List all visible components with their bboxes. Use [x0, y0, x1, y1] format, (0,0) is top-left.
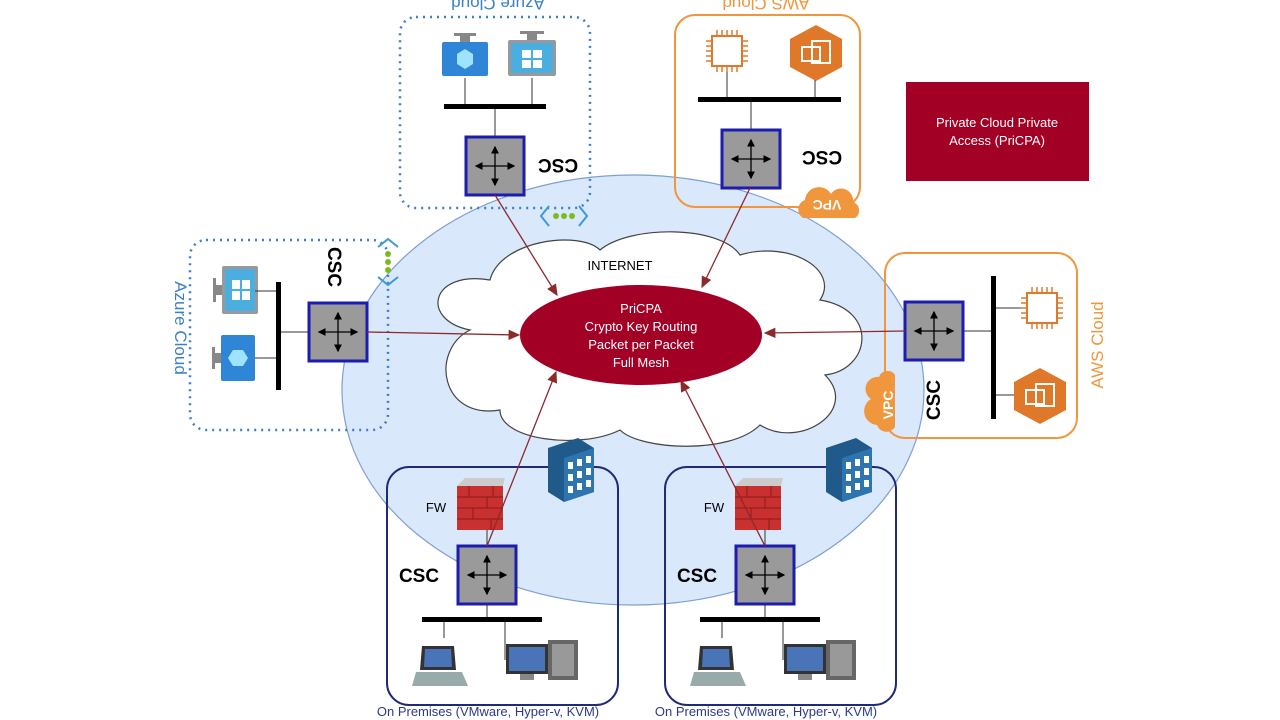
- router-label: CSC: [399, 566, 439, 587]
- desktop-icon: [506, 640, 578, 680]
- vpc-label: VPC: [813, 197, 842, 213]
- router-icon: [722, 130, 780, 188]
- pricpa-core: PriCPA Crypto Key Routing Packet per Pac…: [520, 285, 762, 385]
- core-line-4: Full Mesh: [613, 355, 669, 370]
- site-onprem-2: FW CSC On Premises (VMware, Hyper-v, KVM…: [655, 438, 897, 719]
- ec2-chip-icon: [705, 29, 749, 73]
- laptop-icon: [412, 646, 468, 686]
- building-icon: [826, 438, 872, 502]
- site-azure-top: Azure Cloud CSC: [398, 0, 592, 227]
- aws-instances-icon: [1013, 367, 1067, 425]
- fw-label: FW: [704, 500, 725, 515]
- core-line-3: Packet per Packet: [588, 337, 694, 352]
- site-onprem-1: FW CSC On Premises (VMware, Hyper-v, KVM…: [377, 438, 619, 719]
- legend-line-2: Access (PriCPA): [949, 133, 1045, 148]
- fw-label: FW: [426, 500, 447, 515]
- site-title: On Premises (VMware, Hyper-v, KVM): [655, 704, 877, 719]
- ec2-chip-icon: [1020, 286, 1064, 330]
- link-aws-top: [701, 187, 751, 289]
- core-line-1: PriCPA: [620, 301, 662, 316]
- azure-windows-vm-icon: [213, 266, 258, 314]
- link-onprem-2: [680, 379, 766, 547]
- vpc-label: VPC: [880, 391, 896, 420]
- router-icon: [736, 546, 794, 604]
- link-aws-right: [763, 327, 906, 339]
- router-icon: [458, 546, 516, 604]
- router-label: CSC: [802, 146, 842, 167]
- tunnel-links: [366, 187, 906, 547]
- internet-label: INTERNET: [588, 258, 653, 273]
- laptop-icon: [690, 646, 746, 686]
- aws-instances-icon: [789, 24, 843, 82]
- site-title: AWS Cloud: [722, 0, 809, 13]
- router-icon: [309, 303, 367, 361]
- building-icon: [548, 438, 594, 502]
- site-title: Azure Cloud: [171, 281, 190, 375]
- site-aws-top: AWS Cloud CSC VPC: [674, 0, 861, 218]
- firewall-icon: [456, 477, 506, 531]
- router-icon: [466, 137, 524, 195]
- legend-line-1: Private Cloud Private: [936, 115, 1058, 130]
- router-label: CSC: [677, 566, 717, 587]
- site-azure-left: Azure Cloud CSC: [171, 238, 399, 432]
- legend-box: Private Cloud Private Access (PriCPA): [906, 82, 1089, 181]
- site-title: On Premises (VMware, Hyper-v, KVM): [377, 704, 599, 719]
- router-label: CSC: [323, 247, 344, 287]
- router-icon: [905, 302, 963, 360]
- site-title: Azure Cloud: [451, 0, 545, 13]
- router-label: CSC: [538, 154, 578, 175]
- site-title: AWS Cloud: [1088, 301, 1107, 388]
- link-azure-left: [366, 329, 521, 340]
- desktop-icon: [784, 640, 856, 680]
- azure-vm-icon: [442, 33, 488, 76]
- azure-vm-icon: [212, 335, 255, 381]
- azure-windows-vm-icon: [508, 31, 556, 76]
- link-azure-top: [494, 194, 558, 297]
- link-onprem-1: [486, 370, 558, 547]
- site-aws-right: AWS Cloud CSC VPC: [864, 252, 1107, 439]
- firewall-icon: [734, 477, 784, 531]
- core-line-2: Crypto Key Routing: [585, 319, 698, 334]
- router-label: CSC: [924, 380, 945, 420]
